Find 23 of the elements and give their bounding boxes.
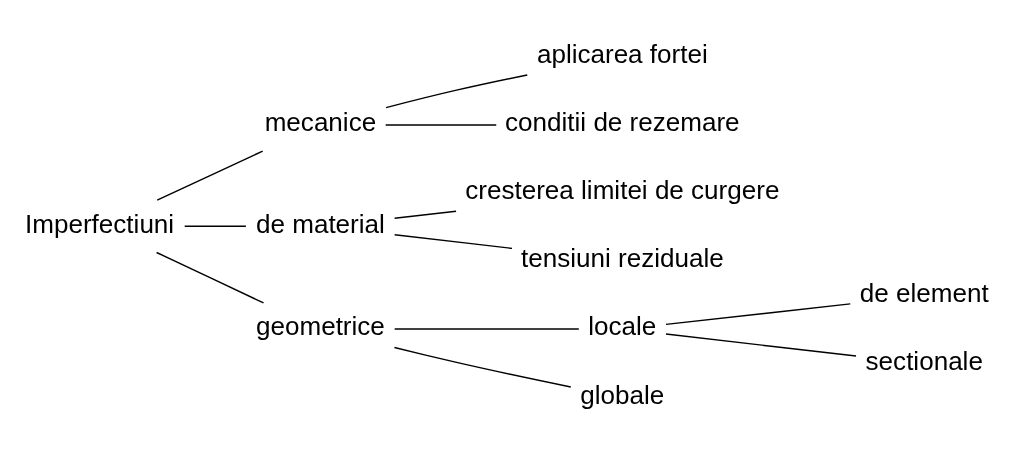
node-text: de material: [256, 208, 385, 239]
node-text: mecanice: [264, 106, 377, 137]
connector: [393, 327, 580, 330]
connector: [384, 123, 497, 126]
connector: [665, 332, 857, 357]
connector: [155, 251, 265, 304]
connector: [393, 346, 572, 388]
node-text: geometrice: [256, 310, 385, 341]
node-text: aplicarea fortei: [536, 38, 708, 69]
node-text: locale: [588, 310, 657, 341]
connector: [183, 225, 247, 227]
node-text: tensiuni reziduale: [520, 242, 724, 273]
node-text: globale: [580, 379, 665, 410]
node-text: de element: [859, 277, 989, 308]
node-text: Imperfectiuni: [25, 208, 175, 239]
node-text: sectionale: [865, 345, 983, 376]
connector: [156, 149, 264, 201]
node-text: conditii de rezemare: [505, 106, 740, 137]
connector: [393, 210, 457, 219]
connector: [385, 73, 528, 108]
connector: [665, 302, 851, 325]
connector: [393, 233, 513, 249]
node-text: cresterea limitei de curgere: [465, 174, 780, 205]
